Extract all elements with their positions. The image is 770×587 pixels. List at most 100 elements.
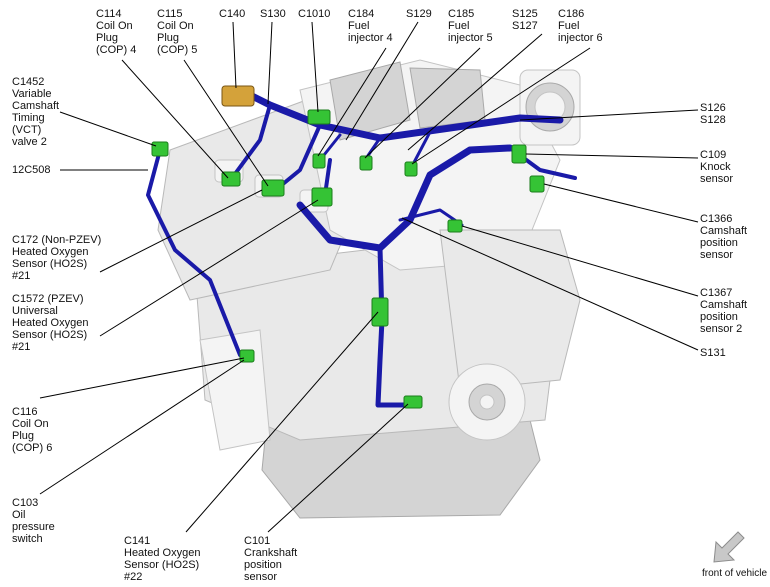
label-c1572-line: Universal (12, 305, 58, 317)
label-c185-line: C185 (448, 8, 474, 20)
label-c172-line: Sensor (HO2S) (12, 258, 87, 270)
label-c101-line: position (244, 559, 282, 571)
label-c1367-line: C1367 (700, 287, 732, 299)
label-c1572-line: C1572 (PZEV) (12, 293, 84, 305)
rear-flange (199, 329, 271, 451)
label-c186-line: C186 (558, 8, 584, 20)
leader-s131 (401, 217, 699, 351)
label-c101-line: C101 (244, 535, 270, 547)
label-c1366-line: sensor (700, 249, 733, 261)
label-c185-line: Fuel (448, 20, 469, 32)
leader-c186 (411, 47, 591, 165)
label-c172-line: #21 (12, 270, 30, 282)
label-c140: C140 (219, 8, 245, 20)
leader-c1010 (311, 21, 319, 113)
label-c115-line: (COP) 5 (157, 44, 197, 56)
label-s129: S129 (406, 8, 432, 20)
connector-c186[interactable] (404, 161, 418, 177)
connector-c109[interactable] (511, 144, 527, 164)
leader-c115 (183, 59, 269, 187)
label-c184-line: injector 4 (348, 32, 393, 44)
label-c115-line: C115 (157, 8, 182, 20)
label-c1452-line: Timing (12, 112, 45, 124)
label-c1010: C1010 (298, 8, 330, 20)
connector-c140[interactable] (221, 85, 255, 107)
label-c172-line: C172 (Non-PZEV) (12, 234, 101, 246)
label-c109-line: C109 (700, 149, 726, 161)
leader-s126 (519, 109, 699, 121)
connector-c116[interactable] (311, 187, 333, 207)
label-c115-line: Coil On (157, 20, 194, 32)
label-c12c508: 12C508 (12, 164, 51, 176)
label-c116-line: C116 (12, 406, 37, 418)
connector-c1367[interactable] (447, 219, 463, 233)
label-c141-line: Heated Oxygen (124, 547, 200, 559)
label-c109-line: Knock (700, 161, 731, 173)
label-c1452-line: valve 2 (12, 136, 47, 148)
label-c101-line: Crankshaft (244, 547, 297, 559)
leader-c1366 (543, 183, 699, 223)
label-c116-line: Plug (12, 430, 34, 442)
leader-c172 (99, 189, 263, 273)
connector-c185[interactable] (359, 155, 373, 171)
label-s126-line: S128 (700, 114, 726, 126)
label-c141-line: #22 (124, 571, 142, 583)
label-c114-line: Coil On (96, 20, 133, 32)
label-c140-line: C140 (219, 8, 245, 20)
label-s130: S130 (260, 8, 286, 20)
label-c114-line: C114 (96, 8, 121, 20)
label-c1572-line: #21 (12, 341, 30, 353)
connector-c114[interactable] (221, 171, 241, 187)
connector-c115[interactable] (261, 179, 285, 197)
label-c1010-line: C1010 (298, 8, 330, 20)
connector-c1010[interactable] (307, 109, 331, 125)
label-s130-line: S130 (260, 8, 286, 20)
label-c1366-line: position (700, 237, 738, 249)
label-c103-line: switch (12, 533, 43, 545)
label-s125-line: S127 (512, 20, 538, 32)
connector-c1452[interactable] (151, 141, 169, 157)
connector-c184[interactable] (312, 153, 326, 169)
label-c1452-line: (VCT) (12, 124, 41, 136)
harness-vertical-drop (375, 245, 413, 408)
leader-c185 (364, 47, 481, 159)
leader-c101 (267, 403, 409, 533)
label-s125-line: S125 (512, 8, 538, 20)
connectors (151, 85, 545, 409)
leader-c103 (39, 359, 245, 495)
label-c1572-line: Sensor (HO2S) (12, 329, 87, 341)
label-c103-line: Oil (12, 509, 25, 521)
label-c1452-line: Variable (12, 88, 52, 100)
leader-c109 (525, 153, 699, 159)
connector-c141[interactable] (371, 297, 389, 327)
connector-c101[interactable] (403, 395, 423, 409)
leader-c114 (121, 59, 229, 179)
label-s131-line: S131 (700, 347, 726, 359)
label-c1366-line: Camshaft (700, 225, 747, 237)
leader-c1367 (461, 225, 699, 297)
leader-c141 (185, 311, 379, 533)
label-c116-line: Coil On (12, 418, 49, 430)
label-c184-line: Fuel (348, 20, 369, 32)
connector-c103[interactable] (239, 349, 255, 363)
leader-c116 (39, 357, 245, 399)
label-c114-line: (COP) 4 (96, 44, 136, 56)
plenum-rib-2 (409, 67, 486, 129)
connector-c1366[interactable] (529, 175, 545, 193)
leader-c1572 (99, 199, 319, 337)
label-c103-line: pressure (12, 521, 55, 533)
label-c141-line: C141 (124, 535, 150, 547)
label-c1367-line: sensor 2 (700, 323, 742, 335)
